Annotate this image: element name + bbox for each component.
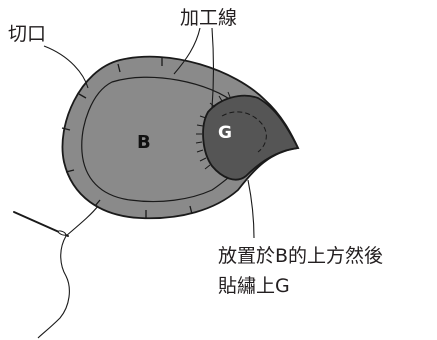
process-line <box>81 76 264 203</box>
edge-tick-marks <box>61 58 193 218</box>
piece-b-letter: B <box>137 132 151 153</box>
piece-g-letter: G <box>218 123 232 143</box>
needle-icon <box>13 211 69 237</box>
thread-line <box>37 205 99 339</box>
instruction-label-line-1: 放置於B的上方然後 <box>218 245 383 267</box>
process-line-leader-2 <box>211 27 215 109</box>
instruction-label-line-2: 貼繡上G <box>218 275 290 297</box>
instruction-leader-line <box>247 179 255 239</box>
cut-edge-leader-line <box>43 45 89 89</box>
g-inner-line <box>221 111 267 153</box>
piece-g-shape <box>202 94 300 181</box>
cut-edge-label: 切口 <box>8 23 46 45</box>
process-line-leader-1 <box>173 27 201 75</box>
process-line-label: 加工線 <box>180 7 237 29</box>
